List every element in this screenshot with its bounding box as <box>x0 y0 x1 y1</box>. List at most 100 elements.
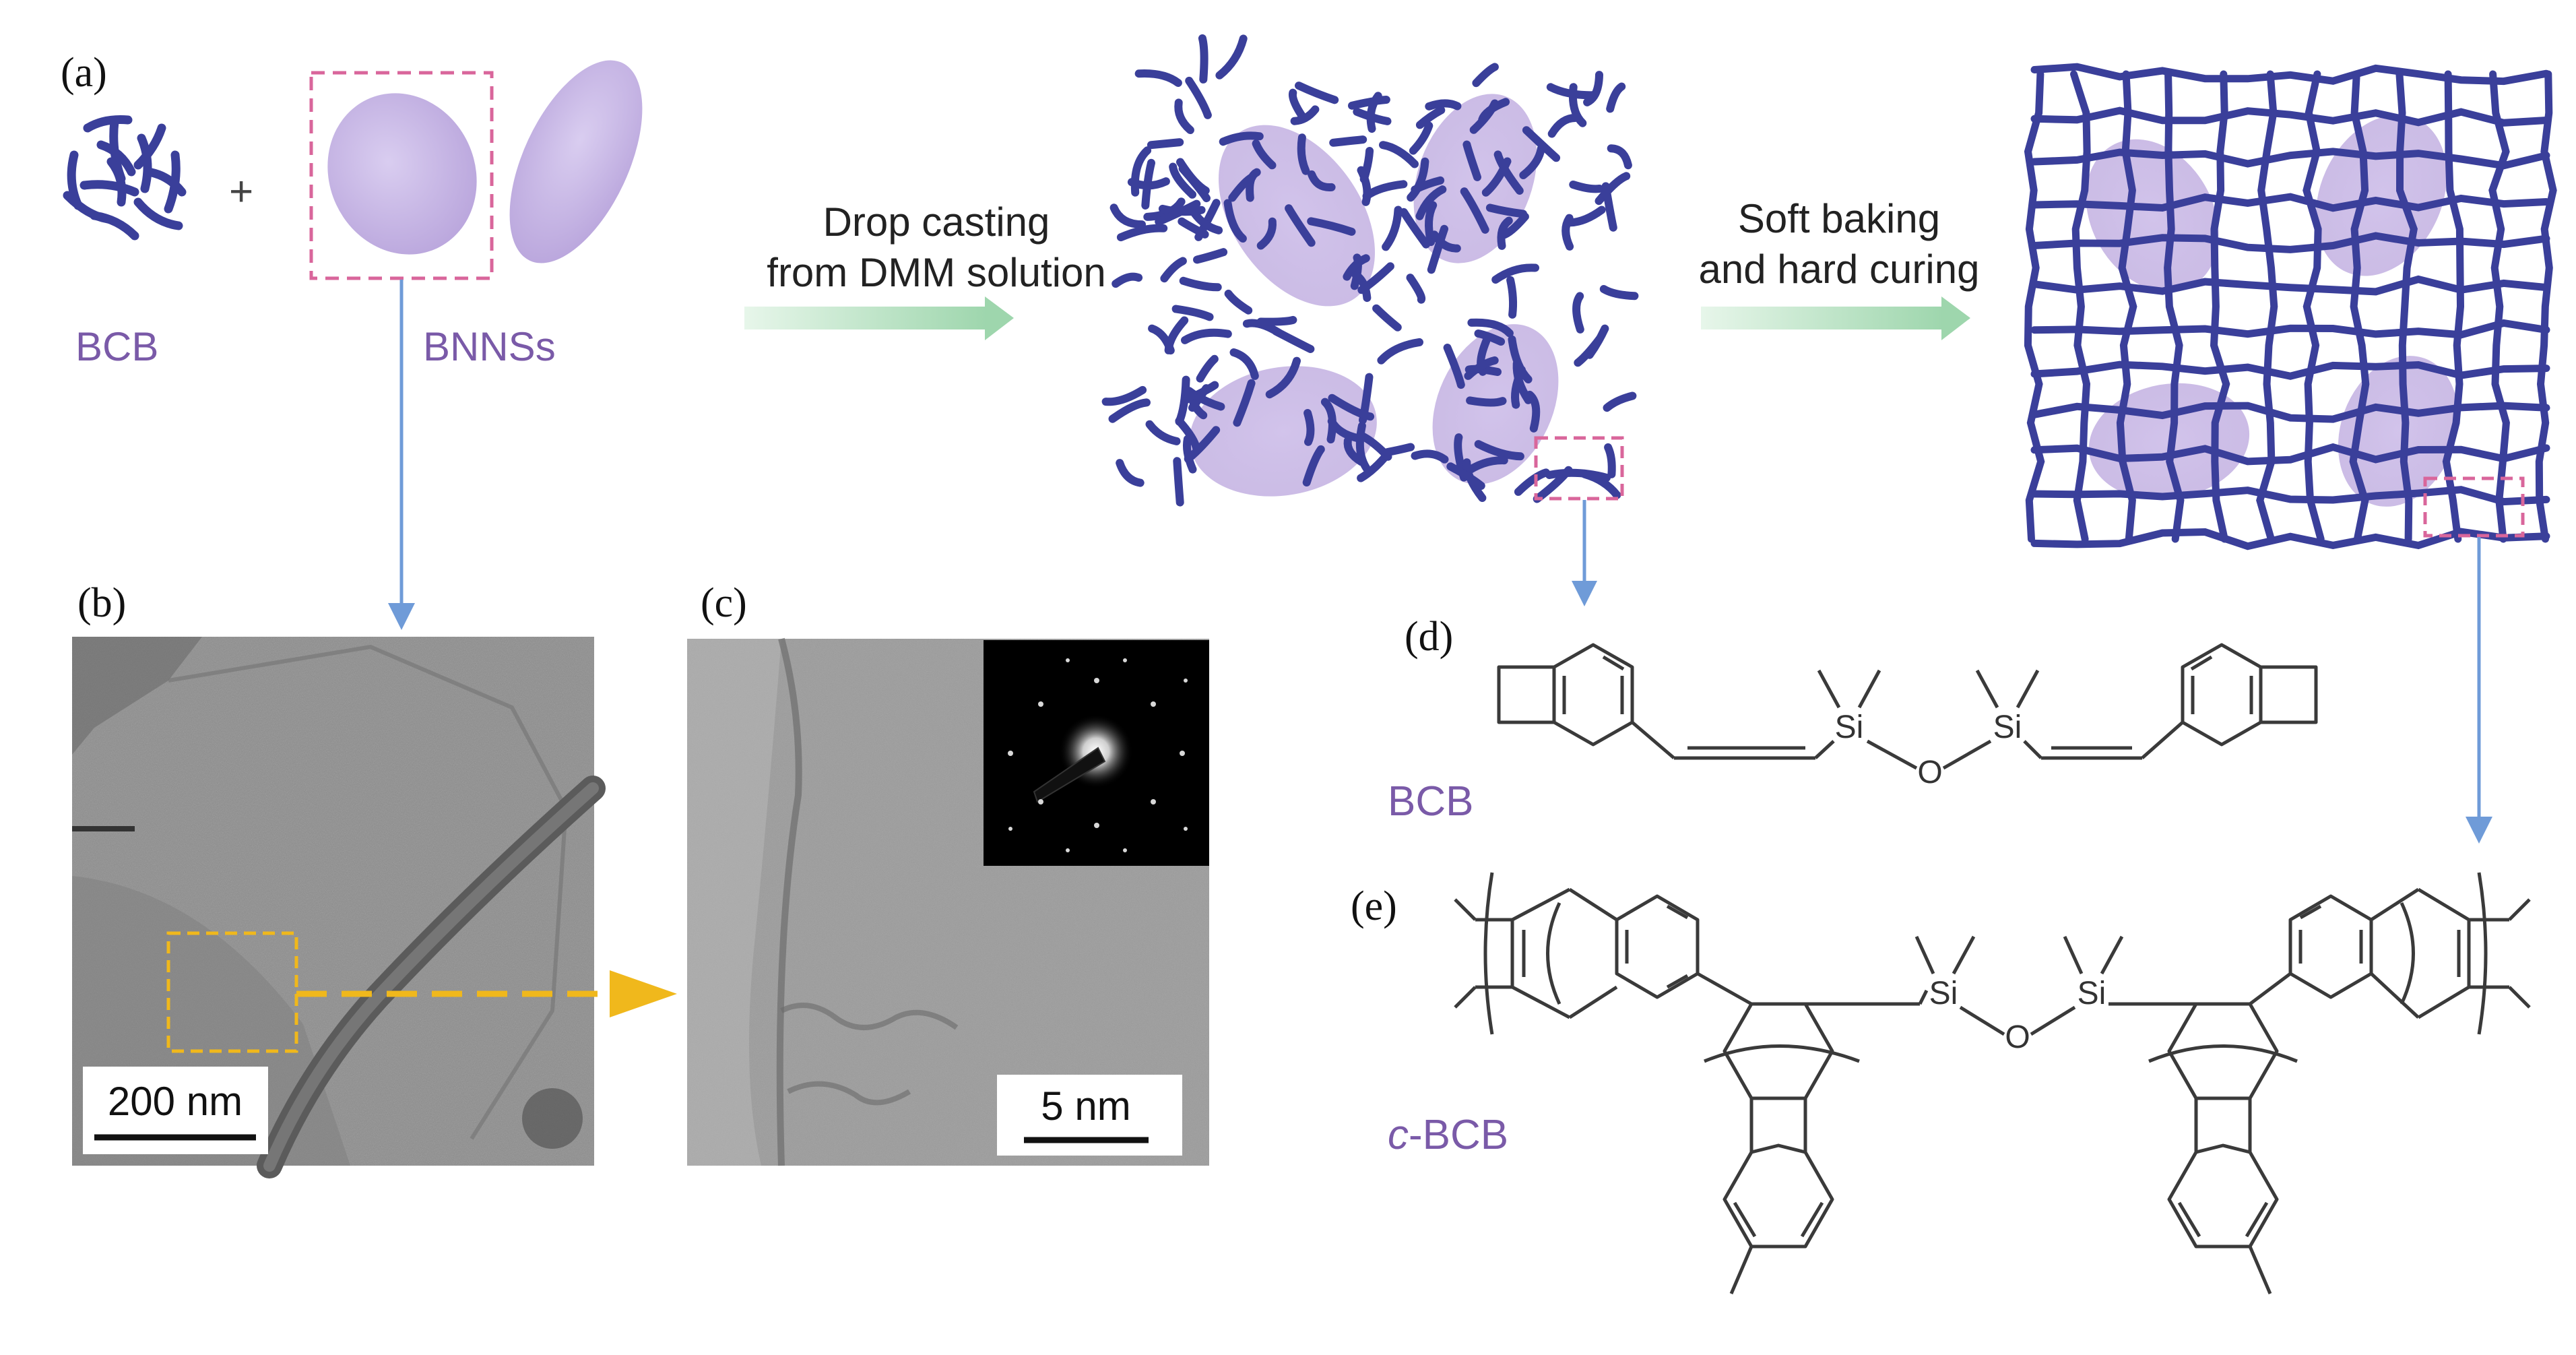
polymer-chain <box>1606 82 1626 113</box>
polymer-chain <box>1160 257 1187 283</box>
panel-label-d: (d) <box>1405 614 1453 660</box>
polymer-chain <box>1561 214 1574 251</box>
polymer-chain <box>1173 457 1184 507</box>
cbcb-prefix: c <box>1388 1112 1409 1158</box>
polymer-chain <box>1525 390 1541 433</box>
scale-bar-b-label: 200 nm <box>108 1079 243 1124</box>
polymer-chain <box>1348 96 1390 110</box>
network-strand-horizontal <box>2030 63 2550 86</box>
network-strand-vertical <box>2256 70 2278 543</box>
bcb-structure <box>1497 643 2318 770</box>
polymer-chain <box>1464 356 1499 380</box>
arrow-network-to-cbcb <box>2466 537 2492 844</box>
polymer-chain <box>1407 157 1429 202</box>
network-strand-horizontal <box>2030 528 2550 550</box>
polymer-chain <box>1519 144 1545 179</box>
network-strand-vertical <box>2488 70 2510 543</box>
bcb-oxygen: O <box>1917 755 1942 790</box>
polymer-chain <box>1130 146 1152 197</box>
polymer-chain <box>1377 338 1423 365</box>
polymer-chain <box>1265 356 1301 399</box>
polymer-chain <box>1351 271 1372 303</box>
polymer-chain <box>1493 150 1524 195</box>
polymer-chain <box>1415 185 1447 220</box>
polymer-chain <box>1229 348 1259 380</box>
polymer-chain <box>1357 166 1372 206</box>
polymer-chain <box>1252 139 1277 170</box>
polymer-chain <box>1357 453 1389 482</box>
tem-zoom-box <box>166 931 298 1053</box>
polymer-chain <box>1601 182 1617 232</box>
polymer-chain <box>1256 217 1277 250</box>
polymer-chain <box>1297 133 1310 175</box>
network-strand-vertical <box>2210 70 2230 543</box>
polymer-chain <box>1443 344 1465 389</box>
polymer-chain <box>1467 318 1514 338</box>
polymer-chain <box>1425 99 1462 111</box>
polymer-chain <box>1569 181 1604 193</box>
polymer-chain <box>1198 34 1209 84</box>
polymer-chain <box>1147 138 1184 150</box>
panel-label-b: (b) <box>77 580 126 626</box>
polymer-chain <box>1411 176 1445 194</box>
polymer-chain <box>1604 443 1616 478</box>
polymer-chain <box>1109 203 1146 229</box>
polymer-chain <box>1491 263 1539 284</box>
polymer-chain <box>1174 98 1194 134</box>
polymer-chain <box>1169 162 1196 199</box>
network-strand-vertical <box>2349 70 2370 543</box>
step2-arrow <box>1701 296 1970 340</box>
polymer-chain <box>1603 391 1637 412</box>
polymer-chain <box>1196 354 1219 383</box>
bcb-label: BCB <box>75 324 158 369</box>
polymer-chain <box>1188 384 1211 412</box>
polymer-chain <box>1409 121 1434 155</box>
polymer-chain <box>1546 83 1597 100</box>
network-strand-vertical <box>2024 70 2045 543</box>
polymer-chain <box>1219 131 1264 146</box>
polymer-chain <box>1383 443 1415 456</box>
polymer-chain <box>1112 272 1143 288</box>
network-strand-horizontal <box>2030 148 2550 170</box>
hrtem-image-c: 5 nm <box>687 637 1209 1166</box>
polymer-chain <box>1175 375 1190 426</box>
bcb-monomer-bundle <box>63 115 187 241</box>
polymer-chain <box>1182 435 1197 474</box>
step1-label-line1: Drop casting <box>823 199 1050 245</box>
polymer-chain <box>1506 276 1518 319</box>
polymer-chain <box>1583 71 1603 106</box>
arrow-bnns-to-tem <box>388 280 415 630</box>
polymer-chain <box>1303 409 1315 446</box>
polymer-chain <box>1178 164 1211 203</box>
network-strand-vertical <box>2070 70 2091 543</box>
polymer-chain <box>1145 420 1181 445</box>
polymer-chain <box>1466 396 1507 407</box>
polymer-chain <box>1328 393 1375 421</box>
scale-bar-c-label: 5 nm <box>1041 1083 1130 1129</box>
tem-image-b: 200 nm <box>72 637 606 1178</box>
polymer-chain <box>1574 335 1604 367</box>
polymer-chain <box>1355 422 1371 472</box>
panel-label-c: (c) <box>701 580 747 626</box>
polymer-chain <box>1497 216 1513 250</box>
step1-label-line2: from DMM solution <box>767 250 1105 295</box>
polymer-chain <box>1288 88 1308 122</box>
polymer-chain <box>1362 180 1408 201</box>
panel-label-a: (a) <box>61 50 107 96</box>
network-strand-vertical <box>2303 70 2325 543</box>
polymer-chain <box>1514 468 1550 496</box>
polymer-chain <box>1233 379 1256 427</box>
polymer-chain <box>1460 187 1489 234</box>
arrow-zoom-b-to-c <box>296 970 677 1017</box>
polymer-chain <box>1101 385 1147 406</box>
polymer-chain <box>1485 203 1527 218</box>
network-strand-horizontal <box>2030 275 2550 296</box>
cbcb-name-label: c-BCB <box>1388 1112 1508 1158</box>
network-strand-horizontal <box>2030 193 2550 212</box>
cbcb-si-left: Si <box>1929 976 1958 1011</box>
polymer-chain <box>1474 329 1506 346</box>
cross-linked-network <box>2024 63 2557 550</box>
step2-label-line2: and hard curing <box>1699 247 1980 292</box>
